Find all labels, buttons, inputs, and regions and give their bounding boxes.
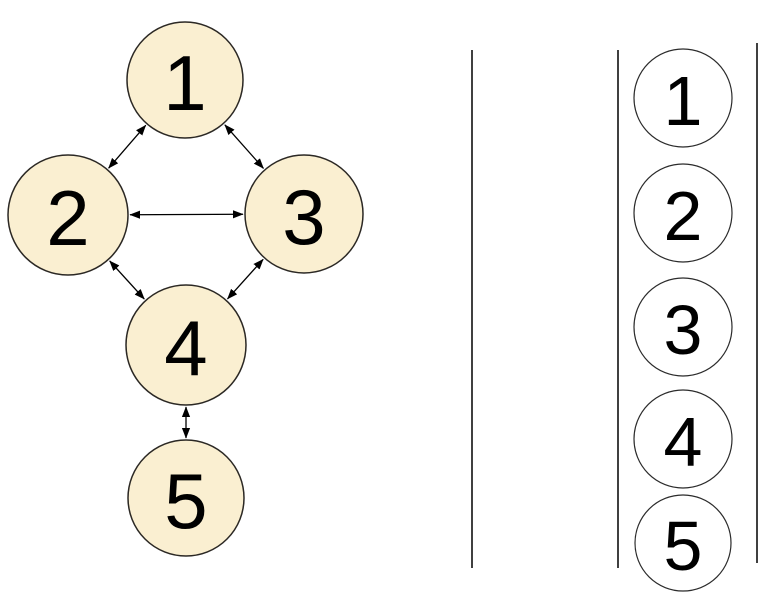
graph-node-label-4: 4 <box>164 304 207 392</box>
list-circle-1 <box>633 48 733 148</box>
graph-node-label-5: 5 <box>164 457 207 545</box>
list-circle-4 <box>633 389 733 489</box>
edge-1-3 <box>224 124 264 169</box>
graph-node-label-1: 1 <box>163 39 206 127</box>
list-circle-label-5: 5 <box>664 507 703 585</box>
graph-node-label-3: 3 <box>282 173 325 261</box>
number-list: 1 2 3 4 5 <box>633 48 733 592</box>
graph-node-1 <box>126 21 244 139</box>
list-circle-3 <box>633 277 733 377</box>
graph-node-label-2: 2 <box>46 174 89 262</box>
list-circle-label-2: 2 <box>664 177 703 255</box>
list-circle-5 <box>634 494 732 592</box>
list-circle-label-1: 1 <box>664 62 703 140</box>
edge-3-4 <box>227 258 264 300</box>
graph-node-3 <box>244 154 364 274</box>
list-circle-2 <box>633 163 733 263</box>
divider-lines <box>471 43 758 568</box>
edge-2-4 <box>109 260 145 300</box>
graph-node-5 <box>127 439 245 557</box>
list-circle-label-3: 3 <box>664 291 703 369</box>
list-circle-label-4: 4 <box>664 403 703 481</box>
graph-node-2 <box>7 154 129 276</box>
edge-1-2 <box>108 124 147 169</box>
graph-edges <box>108 124 264 439</box>
graph-node-4 <box>125 284 247 406</box>
graph-nodes: 12 34 5 <box>7 21 364 557</box>
